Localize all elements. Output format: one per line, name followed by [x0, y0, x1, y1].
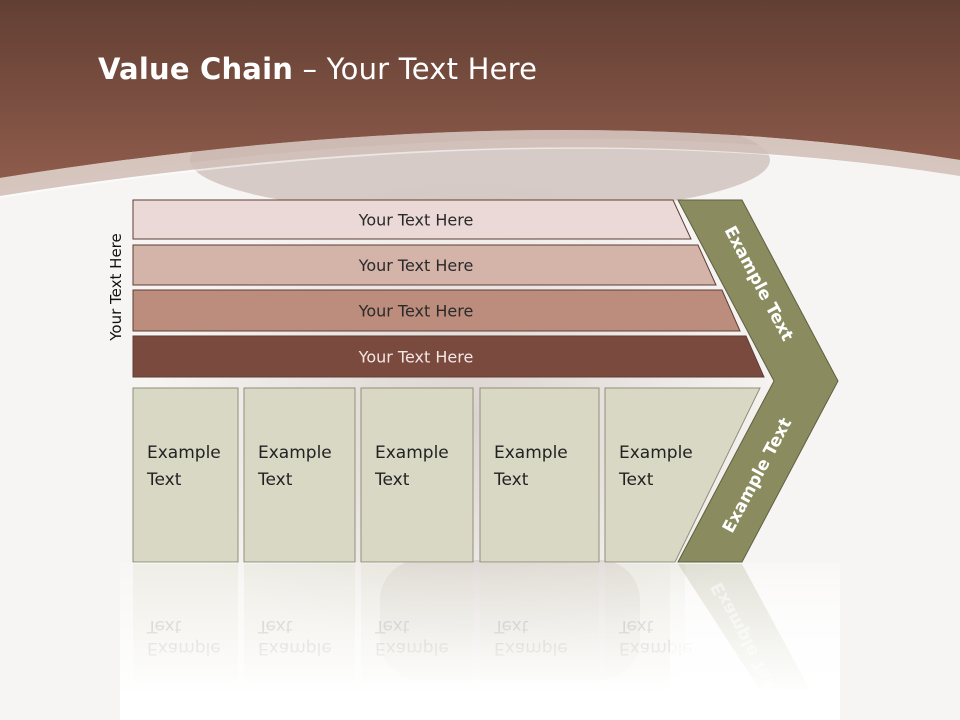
support-row-band [132, 244, 717, 286]
primary-column-label-line1: Example [147, 443, 221, 463]
support-row-band [132, 335, 765, 378]
primary-column-label-line1: Example [258, 443, 332, 463]
primary-column-box [132, 387, 239, 563]
support-row-label: Your Text Here [358, 211, 474, 230]
primary-column-label-line2: Text [257, 470, 293, 490]
chevron-reflection-fade [670, 564, 840, 720]
primary-column-box [243, 387, 356, 563]
primary-column-label-line2: Text [146, 470, 182, 490]
primary-column-label-line2: Text [618, 470, 654, 490]
support-row-label: Your Text Here [358, 256, 474, 275]
side-label: Your Text Here [107, 233, 125, 341]
support-row-band [132, 199, 692, 240]
slide-title: Value Chain – Your Text Here [98, 52, 537, 86]
support-row-band [132, 289, 741, 332]
primary-column-label-line2: Text [493, 470, 529, 490]
primary-column-label-line1: Example [619, 443, 693, 463]
primary-column-label-line1: Example [494, 443, 568, 463]
header-band [0, 0, 960, 178]
primary-column-box [360, 387, 474, 563]
header-swoosh-shadow [0, 129, 960, 196]
chevron-shape [677, 199, 839, 563]
primary-column-label-line2: Text [374, 470, 410, 490]
slide-title-bold: Value Chain [98, 52, 294, 86]
primary-column-label-line1: Example [375, 443, 449, 463]
support-row-label: Your Text Here [358, 302, 474, 321]
support-row-label: Your Text Here [358, 348, 474, 367]
slide-title-rest: – Your Text Here [293, 52, 538, 86]
